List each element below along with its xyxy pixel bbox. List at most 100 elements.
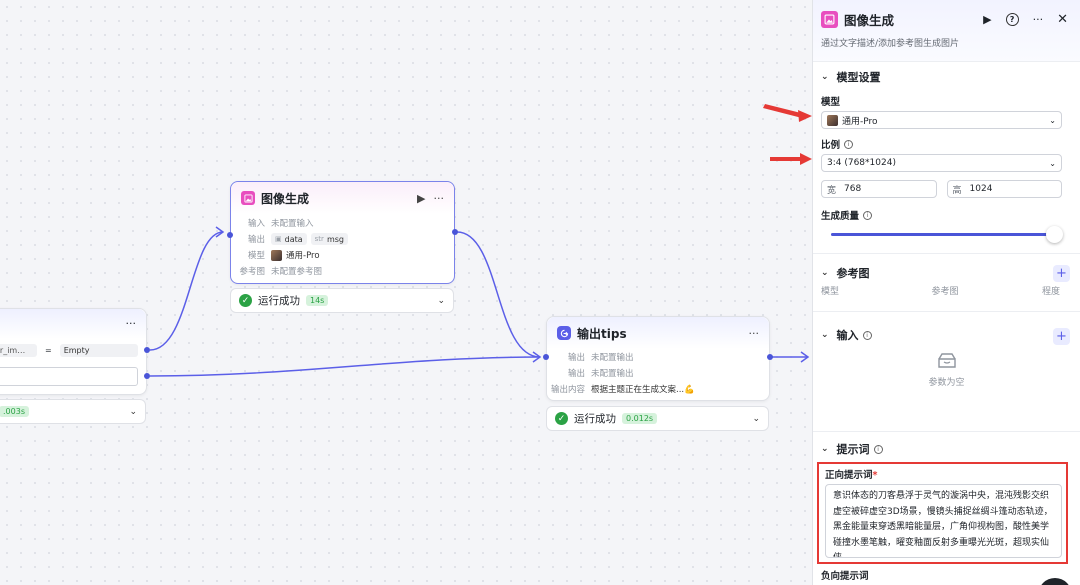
condition-node[interactable]: ··· er_im… = Empty <box>0 308 147 395</box>
model-avatar <box>271 249 282 261</box>
model-avatar <box>827 114 838 126</box>
condition-row: er_im… = Empty <box>0 344 138 357</box>
empty-text: 参数为空 <box>928 378 965 388</box>
ratio-select[interactable]: 3:4 (768*1024) ⌄ <box>821 154 1062 172</box>
section-toggle[interactable]: ⌄参考图 <box>821 267 870 280</box>
chevron-down-icon: ⌄ <box>821 444 829 454</box>
chevron-down-icon: ⌄ <box>821 268 829 278</box>
section-toggle[interactable]: ⌄模型设置 <box>821 71 881 84</box>
more-icon[interactable]: ··· <box>125 317 137 330</box>
panel-title: 图像生成 <box>844 13 895 28</box>
output-node-out-port[interactable] <box>767 354 773 360</box>
help-icon[interactable]: ? <box>1005 13 1019 26</box>
negative-prompt-label: 负向提示词 <box>821 571 869 582</box>
properties-panel: 图像生成 ▶ ? ··· ✕ 通过文字描述/添加参考图生成图片 ⌄模型设置 模型… <box>812 0 1080 585</box>
chevron-down-icon: ⌄ <box>821 72 829 82</box>
panel-subtitle: 通过文字描述/添加参考图生成图片 <box>821 39 960 49</box>
more-icon[interactable]: ··· <box>748 326 760 340</box>
output-tips-node[interactable]: 输出tips ··· 输出未配置输出 输出未配置输出 输出内容根据主题正在生成文… <box>546 316 770 401</box>
content-value: 根据主题正在生成文案...💪 <box>591 385 695 395</box>
ref-col-model: 模型 <box>821 287 840 297</box>
success-check-icon: ✓ <box>555 412 568 425</box>
positive-prompt-label: 正向提示词* <box>825 470 878 481</box>
image-icon <box>821 11 838 28</box>
more-icon[interactable]: ··· <box>1032 13 1044 26</box>
positive-prompt-textarea[interactable]: 意识体态的刀客悬浮于灵气的漩涡中央，混沌残影交织虚空被碎虚空3D场景，慢镜头捕捉… <box>825 484 1062 558</box>
ref-col-degree: 程度 <box>1042 287 1061 297</box>
add-input-button[interactable]: + <box>1053 328 1070 345</box>
chevron-down-icon[interactable]: ⌄ <box>752 413 760 424</box>
node-header: ··· <box>0 309 146 339</box>
play-icon[interactable]: ▶ <box>417 191 426 205</box>
chevron-down-icon[interactable]: ⌄ <box>129 406 137 417</box>
model-label: 模型 <box>247 251 265 261</box>
add-reference-button[interactable]: + <box>1053 265 1070 282</box>
output-icon <box>557 326 571 340</box>
content-label: 输出内容 <box>551 385 586 395</box>
condition-field[interactable]: er_im… <box>0 344 37 357</box>
output-label-1: 输出 <box>567 353 585 363</box>
slider-fill <box>831 233 1054 236</box>
model-label: 模型 <box>821 97 841 108</box>
input-label: 输入 <box>247 219 265 229</box>
image-icon <box>241 191 255 205</box>
positive-prompt-highlight: 正向提示词* 意识体态的刀客悬浮于灵气的漩涡中央，混沌残影交织虚空被碎虚空3D场… <box>817 462 1068 564</box>
user-avatar[interactable] <box>1038 578 1072 585</box>
output-label: 输出 <box>247 235 265 245</box>
info-icon[interactable]: i <box>844 139 854 149</box>
output-tag-data: ▣data <box>271 233 307 245</box>
play-icon[interactable]: ▶ <box>983 13 992 26</box>
empty-box-icon <box>937 353 956 368</box>
output-label-2: 输出 <box>567 369 585 379</box>
image-node-out-port[interactable] <box>452 229 458 235</box>
image-node-in-port[interactable] <box>227 232 233 238</box>
input-value: 未配置输入 <box>271 219 314 229</box>
chevron-down-icon: ⌄ <box>1049 115 1056 125</box>
chevron-down-icon[interactable]: ⌄ <box>437 295 445 306</box>
reference-section: ⌄参考图 + 模型 参考图 程度 <box>813 254 1080 312</box>
condition-value[interactable]: Empty <box>59 344 138 357</box>
info-icon[interactable]: i <box>863 210 873 220</box>
close-icon[interactable]: ✕ <box>1057 12 1068 27</box>
node-header: 输出tips ··· <box>547 317 769 349</box>
quality-slider[interactable] <box>831 226 1063 244</box>
chevron-down-icon: ⌄ <box>1049 158 1056 168</box>
node-title: 输出tips <box>577 326 627 341</box>
model-select[interactable]: 通用-Pro ⌄ <box>821 111 1062 129</box>
more-icon[interactable]: ··· <box>433 191 445 205</box>
duration-badge: .003s <box>0 406 29 417</box>
info-icon[interactable]: i <box>873 444 883 454</box>
chevron-down-icon: ⌄ <box>821 330 829 340</box>
condition-input[interactable] <box>0 367 138 386</box>
ref-label: 参考图 <box>239 267 265 277</box>
success-check-icon: ✓ <box>239 294 252 307</box>
ref-value: 未配置参考图 <box>271 267 323 277</box>
panel-header: 图像生成 ▶ ? ··· ✕ 通过文字描述/添加参考图生成图片 <box>813 0 1080 62</box>
duration-badge: 14s <box>306 295 329 306</box>
condition-out-port-1[interactable] <box>144 347 150 353</box>
condition-out-port-2[interactable] <box>144 373 150 379</box>
slider-thumb[interactable] <box>1046 226 1063 243</box>
condition-status[interactable]: .003s ⌄ <box>0 399 146 424</box>
duration-badge: 0.012s <box>622 413 658 424</box>
condition-operator: = <box>45 346 52 355</box>
info-icon[interactable]: i <box>862 330 872 340</box>
output-value-2: 未配置输出 <box>591 369 634 379</box>
output-node-in-port[interactable] <box>543 354 549 360</box>
node-header: 图像生成 ▶ ··· <box>231 182 454 214</box>
ref-col-image: 参考图 <box>931 287 959 297</box>
